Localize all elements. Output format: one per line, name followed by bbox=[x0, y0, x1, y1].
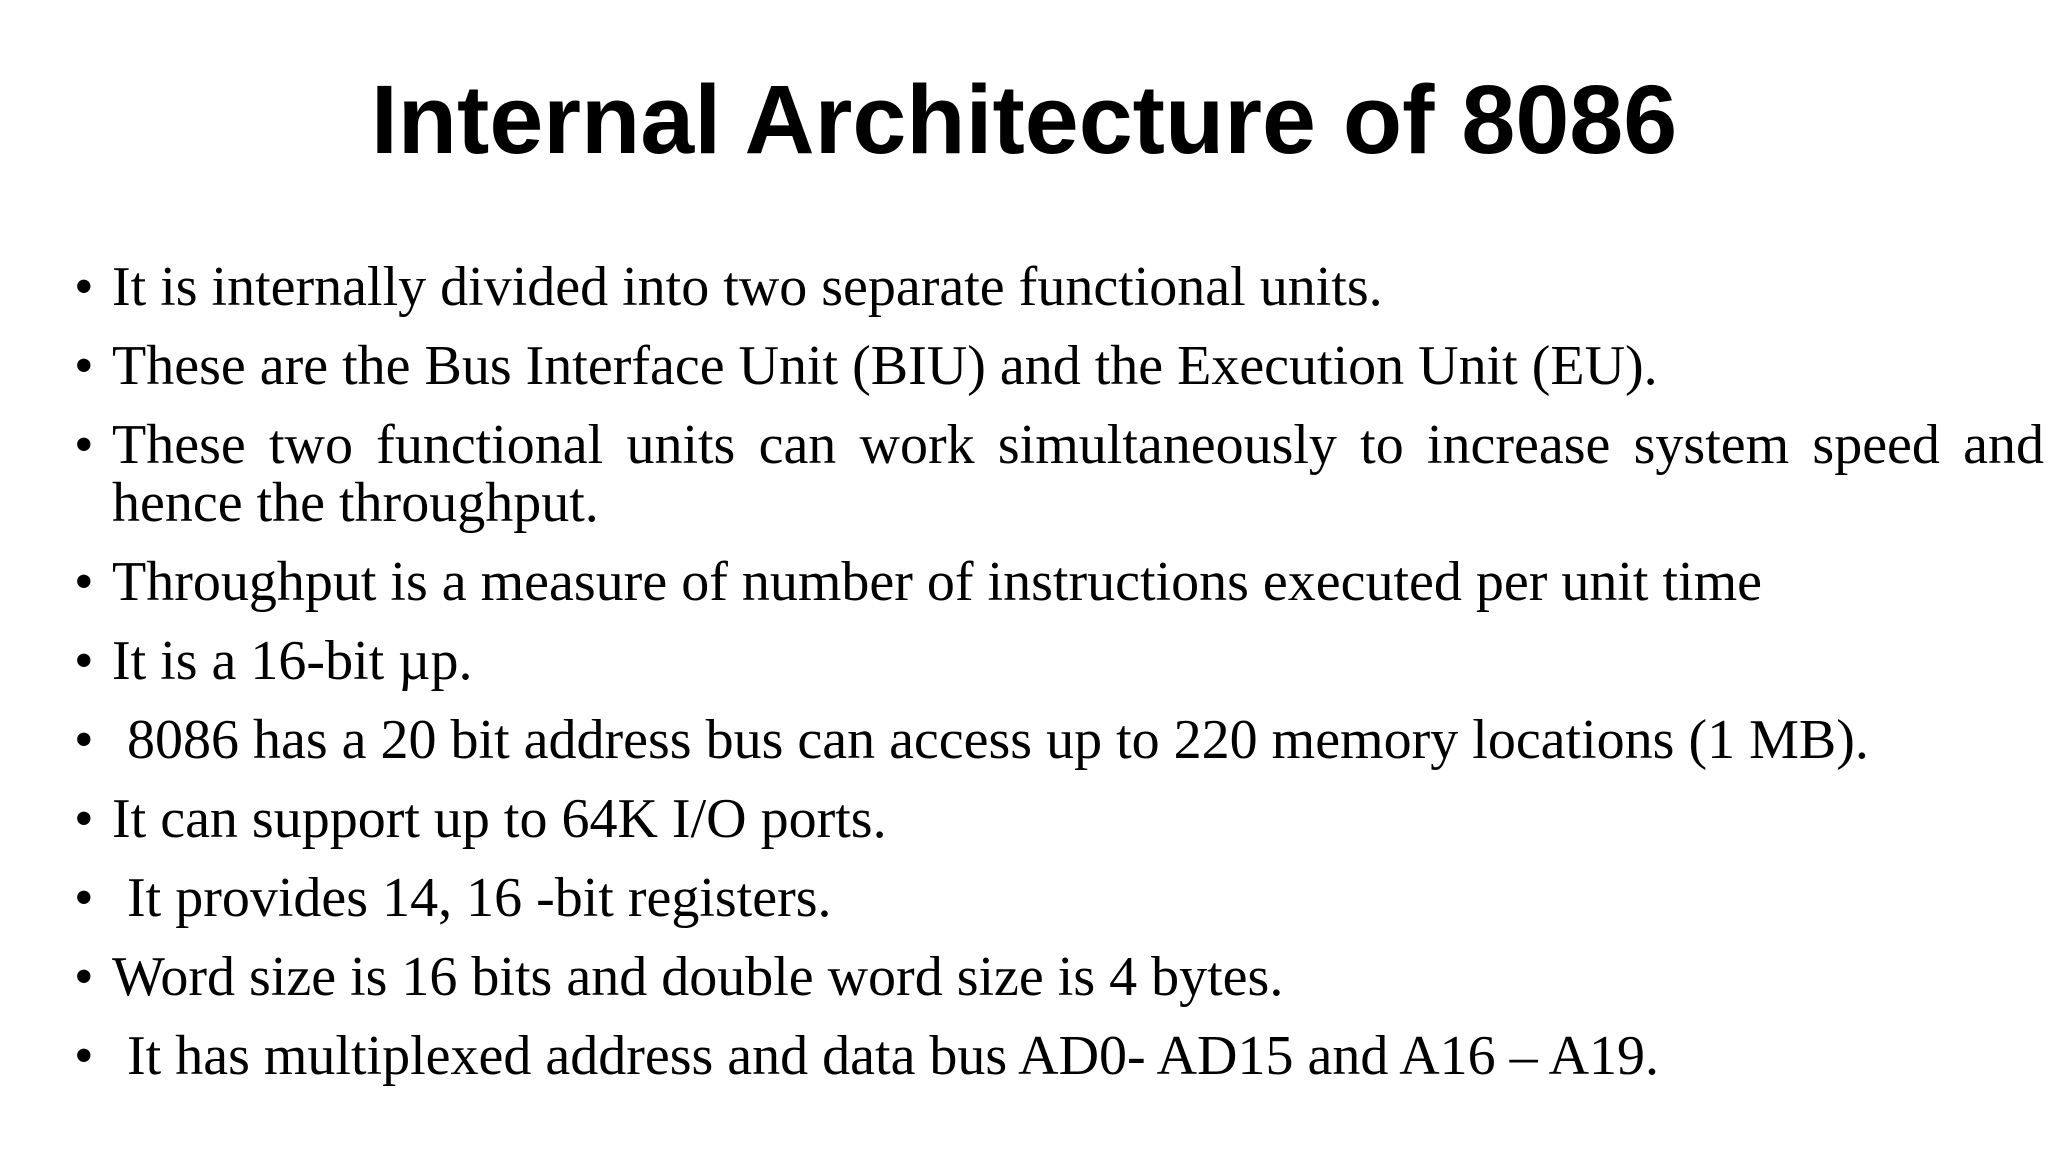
bullet-text: It is a 16-bit µp. bbox=[112, 630, 473, 692]
bullet-icon: • bbox=[74, 788, 94, 850]
bullet-text: 8086 has a 20 bit address bus can access… bbox=[127, 709, 1869, 771]
bullet-icon: • bbox=[74, 630, 94, 692]
bullet-text: It can support up to 64K I/O ports. bbox=[112, 788, 887, 850]
bullet-text: It has multiplexed address and data bus … bbox=[127, 1025, 1660, 1087]
bullet-item: • It has multiplexed address and data bu… bbox=[74, 1027, 2044, 1085]
bullet-item: • These are the Bus Interface Unit (BIU)… bbox=[74, 337, 2044, 395]
bullet-icon: • bbox=[74, 1025, 94, 1087]
slide-title: Internal Architecture of 8086 bbox=[370, 65, 1678, 174]
bullet-text: It provides 14, 16 -bit registers. bbox=[127, 867, 832, 929]
bullet-icon: • bbox=[74, 256, 94, 318]
bullet-text: Throughput is a measure of number of ins… bbox=[112, 551, 1763, 613]
bullet-icon: • bbox=[74, 946, 94, 1008]
bullet-icon: • bbox=[74, 335, 94, 397]
bullet-icon: • bbox=[74, 709, 94, 771]
bullet-text: These are the Bus Interface Unit (BIU) a… bbox=[112, 335, 1658, 397]
bullet-item: • Word size is 16 bits and double word s… bbox=[74, 948, 2044, 1006]
bullet-item: • These two functional units can work si… bbox=[74, 416, 2044, 532]
bullet-item: • It provides 14, 16 -bit registers. bbox=[74, 869, 2044, 927]
bullet-text: It is internally divided into two separa… bbox=[112, 256, 1383, 318]
bullet-text: Word size is 16 bits and double word siz… bbox=[112, 946, 1284, 1008]
bullet-icon: • bbox=[74, 551, 94, 613]
bullet-item: • It is a 16-bit µp. bbox=[74, 632, 2044, 690]
bullet-icon: • bbox=[74, 414, 94, 476]
bullet-item: • Throughput is a measure of number of i… bbox=[74, 553, 2044, 611]
bullet-item: • It is internally divided into two sepa… bbox=[74, 258, 2044, 316]
bullet-icon: • bbox=[74, 867, 94, 929]
bullet-item: • 8086 has a 20 bit address bus can acce… bbox=[74, 711, 2044, 769]
bullet-item: • It can support up to 64K I/O ports. bbox=[74, 790, 2044, 848]
bullet-text: These two functional units can work simu… bbox=[112, 414, 2044, 534]
